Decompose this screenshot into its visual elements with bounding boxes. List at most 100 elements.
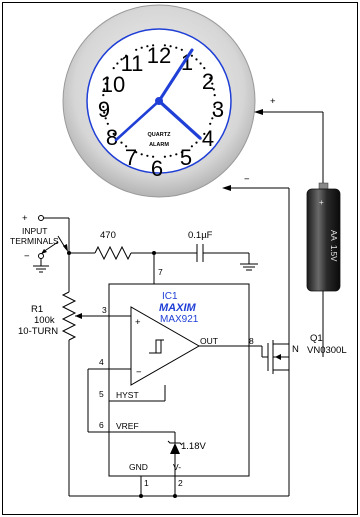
pin-7-label: 7 <box>158 267 163 277</box>
pin-4-label: 4 <box>99 357 104 367</box>
minute-dot <box>135 48 138 51</box>
minute-dot <box>209 122 212 125</box>
battery-voltage-label: 1.5V <box>329 245 338 262</box>
capacitor-0.1uf: 0.1µF <box>188 230 258 271</box>
clock-hand-hub <box>155 97 163 105</box>
q1-n-label: N <box>292 344 299 355</box>
clock-minute-dots <box>102 44 216 158</box>
minute-dot <box>211 117 214 120</box>
r1-type-label: 10-TURN <box>18 326 58 337</box>
dial-numeral-4: 4 <box>202 126 214 151</box>
minute-dot <box>102 105 105 108</box>
q1-ref-label: Q1 <box>310 333 323 344</box>
minute-dot <box>103 111 106 114</box>
comparator-symbol <box>130 306 201 386</box>
node-dot-gnd2 <box>173 494 177 498</box>
minute-dot <box>146 45 149 48</box>
out-label: OUT <box>200 336 218 346</box>
minute-dot <box>112 67 115 70</box>
dial-numeral-6: 6 <box>151 156 163 181</box>
clock-plus-lead: + <box>254 96 324 183</box>
minute-dot <box>190 145 193 148</box>
minute-dot <box>203 132 206 135</box>
minute-dot <box>175 153 178 156</box>
pin-3-label: 3 <box>102 305 107 315</box>
minute-dot <box>211 82 214 85</box>
minute-dot <box>102 94 105 97</box>
dial-numeral-11: 11 <box>121 51 144 76</box>
aa-battery: + AA 1.5V <box>306 182 341 357</box>
battery-plus-mark: + <box>319 198 324 207</box>
zener-value-label: 1.18V <box>181 441 206 452</box>
input-title-line2: TERMINALS <box>10 236 59 246</box>
minute-dot <box>103 88 106 91</box>
clock-plus-label: + <box>270 96 276 107</box>
minute-dot <box>195 141 198 144</box>
clock-alarm-hand <box>114 99 161 142</box>
clock-minute-hand <box>157 48 194 103</box>
capacitor-label: 0.1µF <box>188 230 213 241</box>
dial-numeral-12: 12 <box>147 43 171 68</box>
pin-5-label: 5 <box>99 389 104 399</box>
minute-dot <box>180 151 183 154</box>
minute-dot <box>199 62 202 65</box>
minute-dot <box>104 82 107 85</box>
minute-dot <box>125 54 128 57</box>
dial-numeral-5: 5 <box>180 145 192 170</box>
minute-dot <box>135 151 138 154</box>
zener-diode <box>170 443 180 454</box>
r1-value-label: 100k <box>34 315 55 326</box>
input-title-line1: INPUT <box>22 226 48 236</box>
minute-dot <box>106 77 109 80</box>
clock-brand-label: QUARTZ <box>148 132 172 138</box>
comparator-minus: − <box>136 367 142 378</box>
minute-dot <box>120 58 123 61</box>
input-plus-terminal <box>38 215 44 221</box>
dial-numeral-1: 1 <box>181 50 193 75</box>
dial-numeral-3: 3 <box>212 97 224 122</box>
dial-numeral-10: 10 <box>101 72 125 97</box>
minute-dot <box>152 155 155 158</box>
minute-dot <box>169 154 172 157</box>
q1-part-label: VN0300L <box>307 345 347 356</box>
dial-numeral-2: 2 <box>202 69 214 94</box>
minute-dot <box>190 54 193 57</box>
minute-dot <box>213 105 216 108</box>
input-terminals: + INPUT TERMINALS − <box>10 213 69 273</box>
input-plus-label: + <box>22 213 28 224</box>
pin-8-label: 8 <box>249 336 254 346</box>
minute-dot <box>195 58 198 61</box>
vref-label: VREF <box>116 421 139 431</box>
minute-dot <box>163 155 166 158</box>
minute-dot <box>169 45 172 48</box>
ic1-body <box>108 283 250 477</box>
minute-dot <box>140 46 143 49</box>
minute-dot <box>213 94 216 97</box>
pin-6-label: 6 <box>99 420 104 430</box>
input-minus-terminal <box>38 253 44 259</box>
hysteresis-icon <box>149 339 164 354</box>
input-minus-label: − <box>24 251 30 262</box>
clock-minus-lead: − <box>222 174 290 496</box>
minute-dot <box>106 122 109 125</box>
battery-size-label: AA <box>329 230 338 241</box>
minute-dot <box>116 62 119 65</box>
minute-dot <box>140 153 143 156</box>
gnd-label: GND <box>129 462 148 472</box>
r1-ref-label: R1 <box>31 304 43 315</box>
minute-dot <box>163 44 166 47</box>
minute-dot <box>212 111 215 114</box>
dial-numeral-7: 7 <box>125 145 137 170</box>
pin-1-label: 1 <box>144 478 149 488</box>
minute-dot <box>180 48 183 51</box>
ic1-max921: IC1 MAXIM MAX921 + − 3 4 5 HYST 6 VREF 1… <box>87 283 262 496</box>
node-dot-gnd1 <box>139 494 143 498</box>
mosfet-q1: N Q1 VN0300L <box>261 330 347 374</box>
minute-dot <box>152 44 155 47</box>
comparator-plus: + <box>135 317 141 328</box>
vminus-label: V- <box>173 462 181 472</box>
minute-dot <box>175 46 178 49</box>
minute-dot <box>203 67 206 70</box>
resistor-470-label: 470 <box>100 230 116 241</box>
